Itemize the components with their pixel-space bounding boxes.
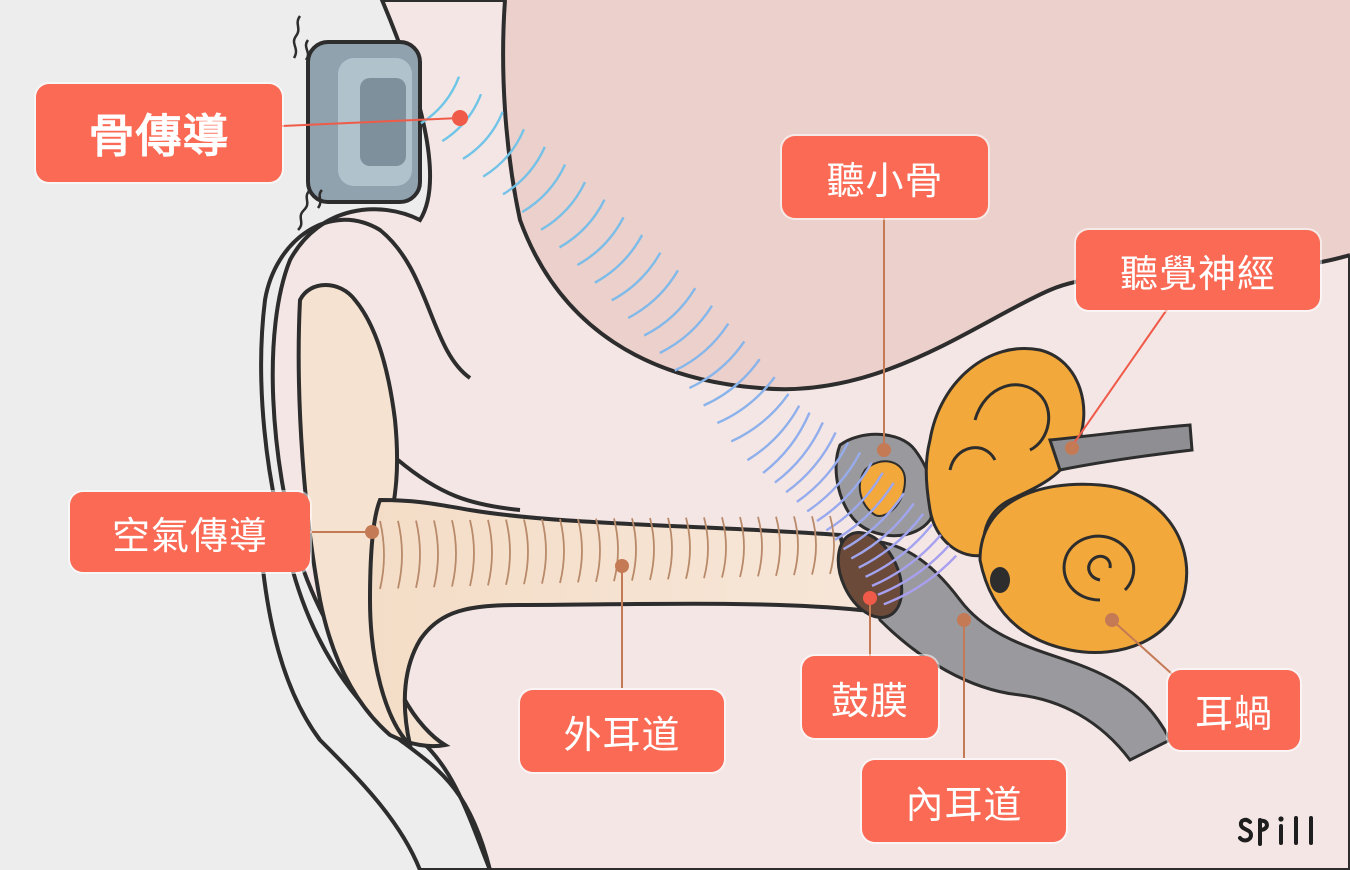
bone-wave-arc	[865, 523, 934, 578]
air-wave-arc	[577, 518, 583, 583]
air-wave-arc	[667, 517, 673, 580]
bone-wave-arc	[877, 544, 950, 596]
bone-wave-arc	[842, 492, 905, 551]
label-inner-canal-text: 內耳道	[905, 782, 1023, 827]
bone-wave-arc	[643, 287, 697, 337]
label-ear-canal-text: 外耳道	[563, 712, 681, 757]
outer-ear	[259, 217, 493, 870]
bone-wave-arc	[825, 472, 884, 532]
label-ossicles-text: 聽小骨	[826, 158, 944, 203]
label-bone-conduction-text: 骨傳導	[88, 109, 230, 163]
bone-wave-arc	[730, 393, 790, 443]
bone-wave-arc	[785, 431, 837, 494]
air-wave-arc	[739, 516, 745, 578]
label-eardrum: 鼓膜	[802, 656, 938, 738]
bone-wave-arc	[502, 146, 546, 196]
label-air-conduction-text: 空氣傳導	[111, 513, 268, 558]
pointer-dots	[365, 110, 1119, 627]
pointer-lines	[281, 117, 1173, 758]
bone-wave-arc	[806, 451, 862, 513]
bone-wave-arc	[716, 376, 776, 425]
bone-wave-arc	[883, 554, 958, 606]
air-wave-arc	[379, 520, 385, 590]
label-cochlea: 耳蝸	[1168, 670, 1300, 750]
air-wave-arc	[793, 516, 799, 576]
bone-conduction-waves	[420, 76, 958, 606]
bone-wave-arc	[540, 181, 587, 231]
air-wave-arc	[829, 515, 835, 575]
air-wave-arc	[649, 517, 655, 581]
label-cochlea-text: 耳蝸	[1194, 691, 1273, 736]
canal-inner-outline	[396, 458, 521, 512]
air-wave-arc	[685, 517, 691, 580]
label-ossicles: 聽小骨	[782, 136, 988, 218]
bone-wave-arc	[796, 441, 850, 503]
air-wave-arc	[559, 518, 565, 584]
air-wave-arc	[703, 517, 709, 579]
bone-wave-arc	[762, 412, 811, 474]
ear-helix	[296, 283, 451, 749]
air-wave-arc	[487, 519, 493, 586]
air-wave-arc	[721, 516, 727, 578]
air-wave-arc	[541, 518, 547, 584]
bone-wave-arc	[774, 422, 824, 484]
bone-wave-arc	[816, 462, 873, 523]
bone-wave-arc	[521, 163, 567, 214]
air-wave-arc	[613, 518, 619, 582]
air-wave-arc	[433, 520, 439, 588]
bone-wave-arc	[850, 502, 915, 560]
auditory-nerve-body	[1047, 423, 1194, 472]
air-wave-arc	[523, 519, 529, 585]
air-wave-arc	[469, 519, 475, 587]
bone-wave-arc	[462, 111, 504, 160]
canal-loop-2	[948, 446, 997, 471]
bone-wave-arc	[871, 534, 942, 588]
air-wave-arc	[811, 515, 817, 575]
label-air-conduction: 空氣傳導	[70, 492, 310, 572]
inner-canal	[858, 538, 1173, 762]
label-auditory-nerve: 聽覺神經	[1076, 230, 1320, 310]
spill-logo	[1238, 816, 1313, 846]
canal-loop-1	[973, 383, 1051, 452]
bone-wave-arc	[746, 405, 801, 462]
bone-wave-arc	[558, 199, 606, 249]
label-ear-canal: 外耳道	[520, 690, 724, 772]
bone-wave-arc	[674, 322, 730, 372]
air-wave-arc	[451, 519, 457, 587]
bone-wave-arc	[594, 234, 644, 284]
air-wave-arc	[415, 520, 421, 589]
bone-wave-arc	[834, 482, 895, 541]
label-eardrum-text: 鼓膜	[830, 678, 909, 723]
bone-wave-arc	[482, 128, 526, 178]
bone-wave-arc	[611, 252, 662, 302]
bone-wave-arc	[858, 513, 925, 569]
air-wave-arc	[397, 520, 403, 589]
air-wave-arc	[775, 516, 781, 577]
air-conduction-waves	[379, 515, 835, 590]
vibration-marks-icon	[292, 15, 323, 231]
bone-wave-arc	[627, 269, 679, 319]
air-wave-arc	[595, 518, 601, 583]
label-auditory-nerve-text: 聽覺神經	[1119, 251, 1276, 296]
bone-wave-arc	[576, 216, 625, 267]
bone-wave-arc	[688, 340, 746, 390]
air-wave-arc	[505, 519, 511, 586]
air-wave-arc	[631, 517, 637, 581]
bone-wave-arc	[659, 305, 714, 355]
cochlea-spiral	[978, 482, 1189, 654]
label-bone-conduction: 骨傳導	[36, 84, 282, 182]
air-wave-arc	[757, 516, 763, 577]
bone-wave-arc	[703, 358, 761, 407]
label-inner-canal: 內耳道	[862, 760, 1066, 842]
